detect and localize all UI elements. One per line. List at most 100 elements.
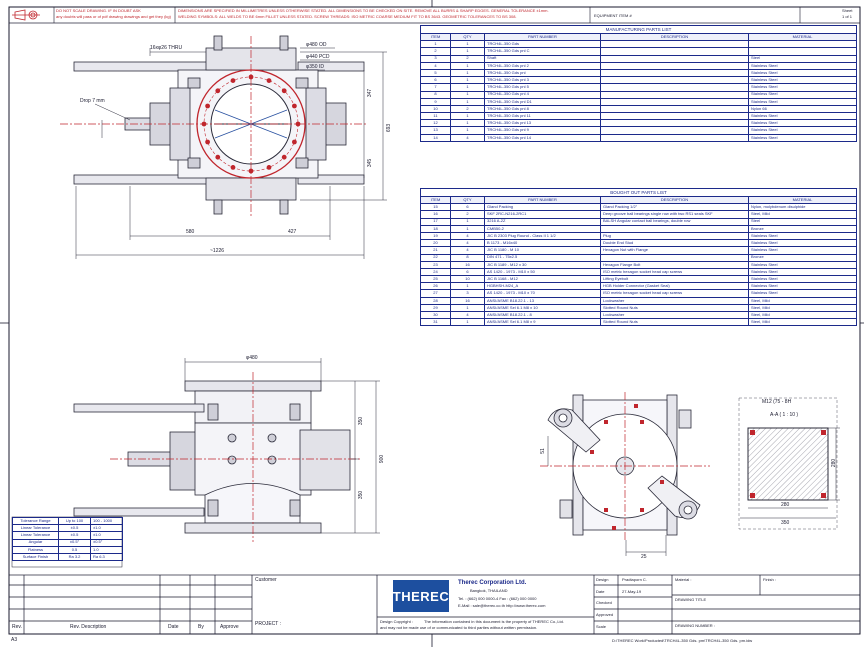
dim-front-total: 900 — [379, 454, 386, 464]
front-view — [73, 380, 351, 534]
column-header: DESCRIPTION — [600, 32, 749, 42]
header-strip — [8, 6, 861, 24]
table-cell: TRCH4L-350 Gds pnl 14 — [484, 133, 601, 142]
table-cell: 1 — [450, 282, 485, 291]
table-cell — [748, 40, 857, 49]
table-cell: Gland Packing 1/2" — [600, 203, 749, 212]
table-cell: 100 - 1000 — [90, 516, 123, 526]
table-cell: ±0.5° — [58, 538, 91, 547]
column-header: QTY — [450, 195, 485, 205]
table-cell: 6 — [450, 203, 485, 212]
bolt-holes — [201, 74, 301, 174]
column-header: MATERIAL — [748, 32, 857, 42]
header-note-2: any doubts will pass or of pdf drawing d… — [56, 14, 171, 19]
column-header: DESCRIPTION — [600, 195, 749, 205]
table-cell — [600, 47, 749, 56]
table-cell: Stainless Steel — [748, 83, 857, 92]
table-cell: 1 — [450, 224, 485, 233]
table-cell: Stainless Steel — [748, 112, 857, 121]
detail-h: 280 — [831, 458, 838, 468]
table-cell: 1 — [450, 217, 485, 226]
table-cell: 4 — [420, 61, 451, 70]
date-value: 27-May-19 — [622, 589, 642, 594]
table-cell: 21 — [420, 246, 451, 255]
table-cell: ANSI/ASME B18.22.1 - 13 — [484, 296, 601, 305]
table-cell: 22 — [420, 253, 451, 262]
company-name: Therec Corporation Ltd. — [458, 580, 527, 586]
table-cell: 18 — [420, 224, 451, 233]
dim-front-top: φ480 — [246, 355, 258, 361]
equipment-label: EQUIPMENT ITEM # — [594, 13, 632, 18]
table-cell — [600, 133, 749, 142]
front-view-centerlines — [110, 372, 360, 542]
table-cell: 27 — [420, 289, 451, 298]
table-cell: Bronze — [748, 253, 857, 262]
table-cell: Bronze — [748, 224, 857, 233]
design-label: Design — [596, 577, 609, 582]
table-cell: Slotted Round Nuts — [600, 303, 749, 313]
table-cell: 1.0 — [90, 545, 123, 554]
table-cell: Stainless Steel — [748, 61, 857, 70]
column-header: ITEM — [420, 195, 451, 205]
table-cell: 19 — [420, 231, 451, 241]
table-cell: Stainless Steel — [748, 282, 857, 291]
table-cell: Stainless Steel — [748, 289, 857, 298]
scale-label: Scale — [596, 624, 607, 629]
table-cell: 7 — [420, 83, 451, 92]
detail-w2: 350 — [781, 520, 790, 526]
column-header: PART NUMBER — [484, 195, 601, 205]
table-cell: Stainless Steel — [748, 126, 857, 135]
table-cell: JIC B 1168 - M12 — [484, 275, 601, 284]
table-cell: 16 — [450, 296, 485, 305]
table-cell: 24 — [420, 267, 451, 277]
table-cell: Stainless Steel — [748, 97, 857, 106]
table-cell: TRCH4L-350 Gds pnl 3 — [484, 76, 601, 85]
table-cell: 23 — [420, 260, 451, 269]
table-cell: 2 — [450, 210, 485, 219]
table-cell: 8 — [420, 90, 451, 99]
table-cell: 1 — [450, 90, 485, 99]
table-cell: 10 — [420, 104, 451, 114]
table-cell: ±0.5 — [58, 524, 91, 533]
dim-side-small: 51 — [539, 448, 546, 454]
dim-side-bottom: 25 — [641, 554, 647, 560]
table-cell: 13 — [420, 126, 451, 135]
table-cell: 9 — [420, 97, 451, 106]
dim-thru-holes: 16xφ26 THRU — [150, 45, 183, 51]
table-cell: 1 — [450, 318, 485, 327]
table-cell: 1 — [450, 76, 485, 85]
copyright-text-2: and may not be made use of or communicat… — [380, 625, 538, 630]
table-cell: ±1.0 — [90, 531, 123, 540]
table-cell: TRCH4L-350 Gds pnl 4 — [484, 90, 601, 99]
table-cell — [748, 47, 857, 56]
table-cell: TRCH4L-350 Gds pnl D1 — [484, 97, 601, 106]
table-cell: 0.5 — [58, 545, 91, 554]
table-cell: TRCH4L-350 Gds — [484, 40, 601, 49]
table-cell: Plug — [600, 231, 749, 241]
table-cell: Lockwasher — [600, 296, 749, 305]
table-cell: 6 — [420, 76, 451, 85]
table-cell: Gland Packing — [484, 203, 601, 212]
general-notes-2: WELDING SYMBOLS: ALL WELDS TO BE 6mm FIL… — [178, 14, 517, 19]
table-cell: JIC B 2303 Plug Round - Class II 1 1/2 — [484, 231, 601, 241]
table-cell: ANSI/ASME B18.22.1 - 8 — [484, 310, 601, 320]
table-cell: 4 — [450, 310, 485, 320]
